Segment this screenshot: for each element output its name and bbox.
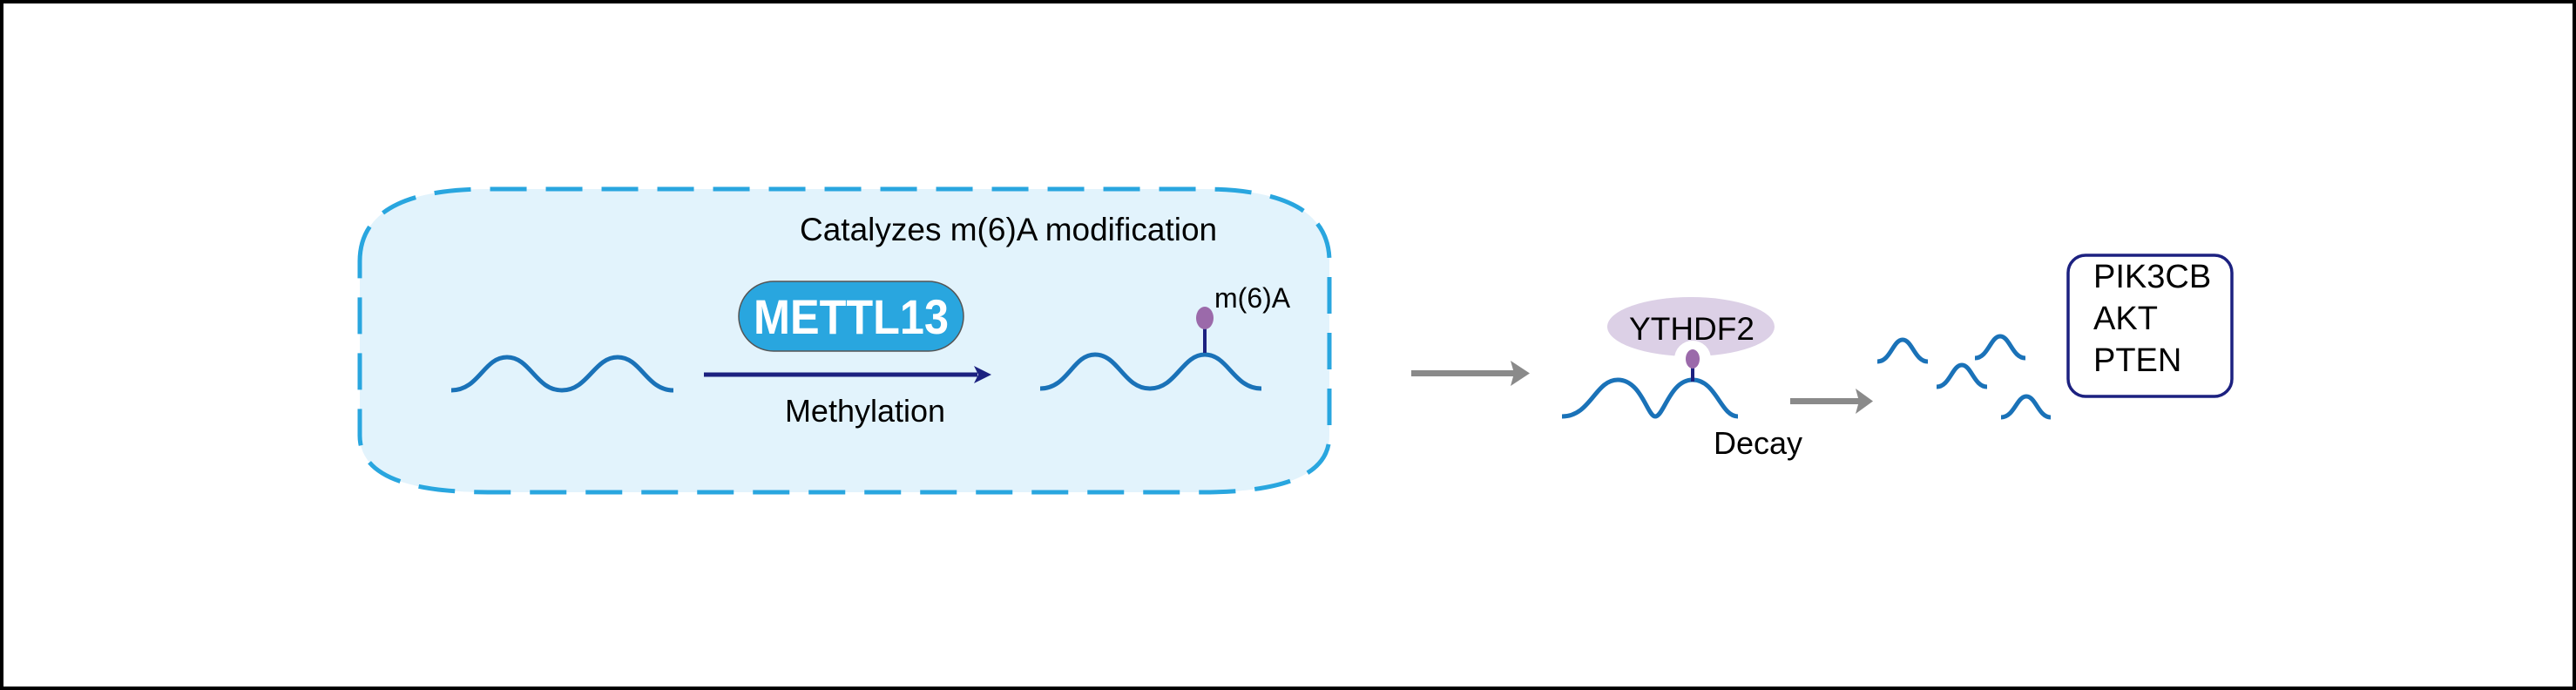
- mettl13-enzyme-badge: METTL13: [738, 281, 964, 352]
- decay-label: Decay: [1714, 425, 1802, 461]
- gene-item: PIK3CB: [2093, 259, 2211, 295]
- methylation-panel-title: Catalyzes m(6)A modification: [800, 212, 1217, 247]
- flow-arrow-icon: [1411, 361, 1530, 386]
- enzyme-label: METTL13: [754, 289, 949, 344]
- m6a-mark-icon: [1686, 349, 1700, 369]
- unmodified-rna-icon: [450, 355, 674, 393]
- degraded-rna-fragments: [1876, 334, 2052, 420]
- gene-item: AKT: [2093, 301, 2158, 337]
- m6a-label: m(6)A: [1214, 282, 1291, 314]
- ythdf2-reader-badge: [1607, 297, 1775, 356]
- rna-fragment-icon: [1936, 362, 1988, 389]
- methylation-label: Methylation: [785, 393, 945, 429]
- rna-fragment-icon: [1876, 337, 1929, 364]
- rna-fragment-icon: [1974, 334, 2026, 361]
- bound-rna-icon: [1561, 377, 1739, 419]
- m6a-mark-icon: [1196, 307, 1214, 329]
- methylated-rna-icon: [1039, 307, 1262, 391]
- rna-fragment-icon: [2000, 394, 2052, 420]
- target-genes-box: PIK3CB AKT PTEN: [2066, 254, 2234, 398]
- gene-item: PTEN: [2093, 342, 2181, 379]
- decay-step: YTHDF2 Decay: [1561, 297, 1802, 461]
- flow-arrow-icon: [1790, 389, 1873, 414]
- reader-label: YTHDF2: [1629, 311, 1755, 347]
- methylation-panel: Catalyzes m(6)A modification METTL13 Met…: [357, 186, 1332, 495]
